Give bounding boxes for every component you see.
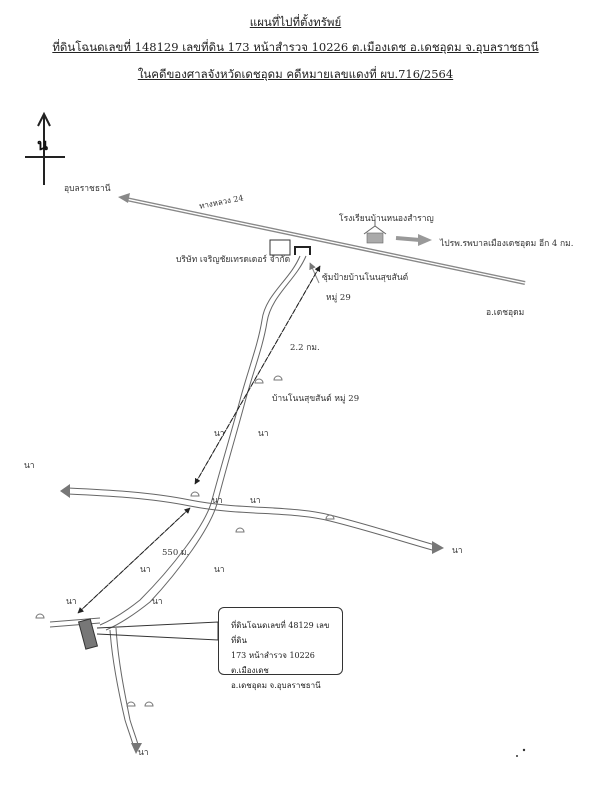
- label-field: นา: [250, 496, 261, 506]
- compass-north-arrow: [25, 111, 65, 185]
- arch-pointer-arrow: [309, 262, 320, 284]
- parcel-callout-box: ที่ดินโฉนดเลขที่ 48129 เลขที่ดิน 173 หน้…: [218, 607, 343, 690]
- house-icons: [35, 375, 335, 707]
- label-field: นา: [452, 546, 463, 556]
- label-field: นา: [66, 597, 77, 607]
- label-field: นา: [212, 496, 223, 506]
- road-west: [49, 617, 101, 623]
- road-south: [109, 629, 135, 749]
- distance-line-550m: [77, 507, 191, 614]
- land-parcel-marker: [77, 618, 99, 650]
- compass-north-label: น: [37, 135, 48, 154]
- label-field: นา: [140, 565, 151, 575]
- label-village: บ้านโนนสุขสันต์ หมู่ 29: [272, 394, 360, 404]
- company-building-icon: [269, 239, 291, 256]
- label-village-arch-moo: หมู่ 29: [326, 293, 351, 303]
- highway-24-road: [118, 193, 526, 285]
- crossroad-east-west: [67, 487, 436, 546]
- village-arch-icon: [294, 246, 311, 255]
- label-field: นา: [24, 461, 35, 471]
- label-distance-550m: 550 ม.: [162, 548, 190, 558]
- callout-line-1: ที่ดินโฉนดเลขที่ 48129 เลขที่ดิน: [231, 621, 330, 645]
- callout-pointer: [96, 621, 219, 641]
- label-school: โรงเรียนบ้านหนองสำราญ: [339, 214, 434, 224]
- label-det-udom: อ.เดชอุดม: [486, 308, 525, 318]
- label-field: นา: [138, 748, 149, 758]
- label-hospital: ไปรพ.รพบาลเมืองเดชอุดม อีก 4 กม.: [440, 239, 574, 249]
- callout-line-3: อ.เดชอุดม จ.อุบลราชธานี: [231, 681, 321, 690]
- school-icon: [363, 219, 387, 244]
- label-ubon: อุบลราชธานี: [64, 184, 111, 194]
- label-field: นา: [214, 429, 225, 439]
- parcel-info-line: ที่ดินโฉนดเลขที่ 148129 เลขที่ดิน 173 หน…: [52, 40, 539, 54]
- village-road: [99, 255, 301, 626]
- label-company: บริษัท เจริญชัยเทรดเดอร์ จำกัด: [176, 255, 291, 265]
- label-field: นา: [258, 429, 269, 439]
- to-hospital-arrow: [395, 234, 432, 246]
- label-village-arch: ซุ้มป้ายบ้านโนนสุขสันต์: [322, 273, 409, 283]
- callout-line-2: 173 หน้าสำรวจ 10226 ต.เมืองเดช: [231, 651, 315, 675]
- court-case-line: ในคดีของศาลจังหวัดเดชอุดม คดีหมายเลขแดงท…: [137, 67, 454, 81]
- map-title: แผนที่ไปที่ตั้งทรัพย์: [249, 15, 342, 29]
- label-field: นา: [214, 565, 225, 575]
- label-field: นา: [152, 597, 163, 607]
- label-distance-2-2km: 2.2 กม.: [290, 343, 320, 353]
